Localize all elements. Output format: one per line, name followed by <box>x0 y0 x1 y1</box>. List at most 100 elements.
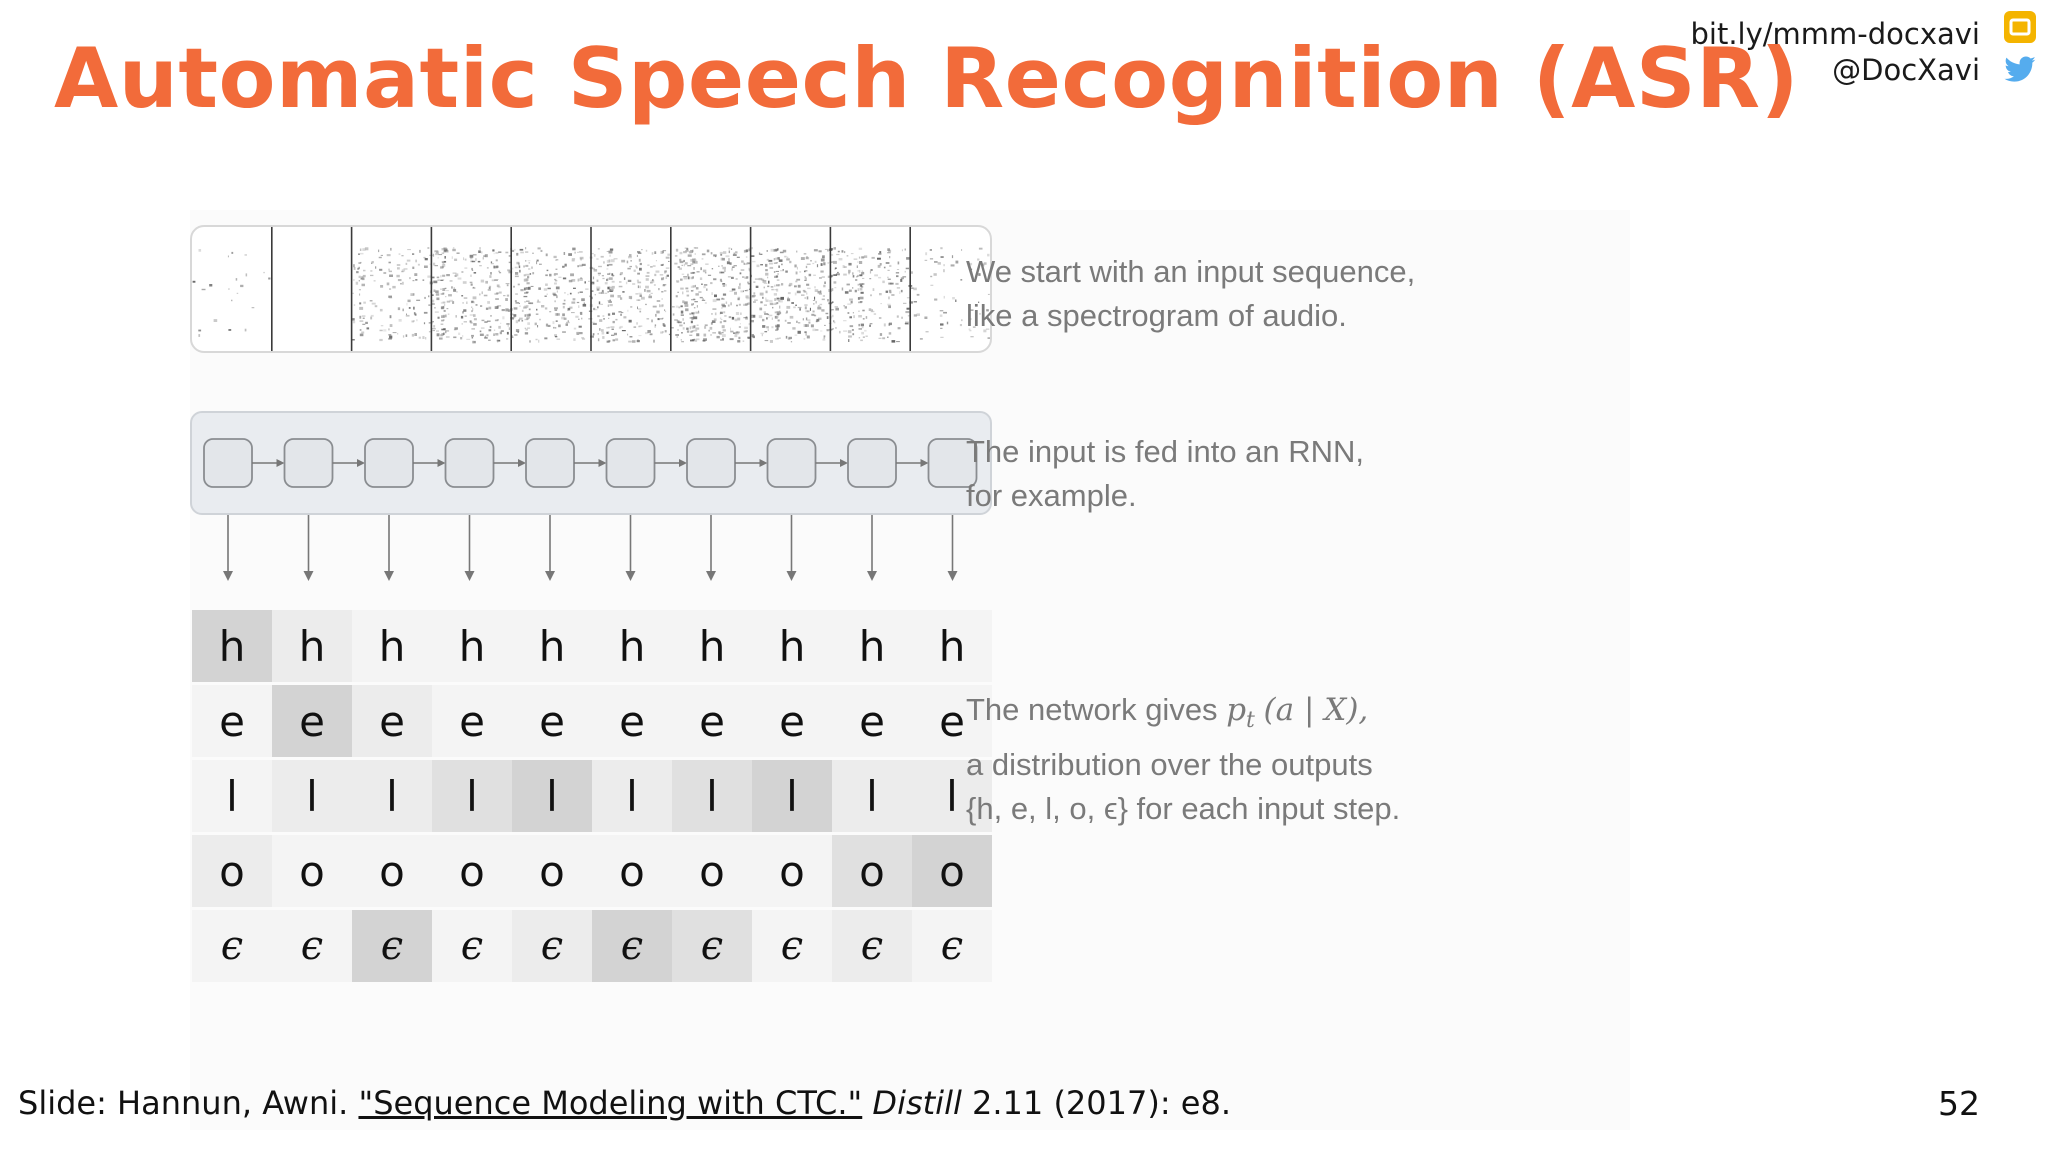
rnn-arrowhead <box>276 459 285 467</box>
spectrogram-texture <box>909 301 913 304</box>
spectrogram-texture <box>771 326 774 329</box>
spectrogram-texture <box>835 327 837 329</box>
spectrogram-texture <box>581 337 585 339</box>
spectrogram-texture <box>663 250 667 252</box>
spectrogram-texture <box>792 327 796 330</box>
spectrogram-texture <box>766 250 768 252</box>
spectrogram-texture <box>435 293 440 296</box>
spectrogram-texture <box>728 258 730 261</box>
spectrogram-texture <box>639 285 641 289</box>
spectrogram-texture <box>637 251 641 253</box>
spectrogram-texture <box>805 324 809 327</box>
spectrogram-texture <box>682 291 684 295</box>
spectrogram-texture <box>454 327 458 330</box>
spectrogram-texture <box>722 283 726 285</box>
spectrogram-texture <box>390 247 392 251</box>
output-cell: h <box>832 610 912 682</box>
spectrogram-texture <box>707 274 712 276</box>
spectrogram-texture <box>650 280 655 283</box>
spectrogram-texture <box>496 339 501 342</box>
twitter-icon[interactable] <box>2002 53 2038 87</box>
spectrogram-texture <box>562 313 565 317</box>
spectrogram-texture <box>628 319 632 323</box>
header-handle[interactable]: @DocXavi <box>1832 53 1980 87</box>
spectrogram-texture <box>803 253 807 255</box>
google-slides-icon[interactable] <box>2002 9 2038 45</box>
spectrogram-texture <box>930 275 933 278</box>
spectrogram-texture <box>737 340 741 343</box>
spectrogram-texture <box>846 283 850 286</box>
spectrogram-texture <box>794 334 798 336</box>
spectrogram-texture <box>960 279 963 281</box>
spectrogram-texture <box>871 309 873 312</box>
spectrogram-texture <box>499 272 502 274</box>
spectrogram-texture <box>408 307 411 309</box>
spectrogram-texture <box>612 339 616 342</box>
spectrogram-texture <box>455 315 457 318</box>
spectrogram-texture <box>695 311 700 314</box>
spectrogram-texture <box>720 257 723 261</box>
spectrogram-texture <box>742 276 745 278</box>
spectrogram-texture <box>872 288 875 291</box>
spectrogram-texture <box>549 273 552 277</box>
spectrogram-texture <box>803 338 806 340</box>
spectrogram-texture <box>852 275 855 278</box>
spectrogram-texture <box>692 298 695 300</box>
spectrogram-texture <box>698 291 702 293</box>
spectrogram-texture <box>449 280 453 282</box>
spectrogram-texture <box>636 299 639 301</box>
spectrogram-texture <box>484 335 487 338</box>
spectrogram-texture <box>414 333 417 336</box>
spectrogram-texture <box>704 324 708 327</box>
header-link[interactable]: bit.ly/mmm-docxavi <box>1690 17 1980 51</box>
spectrogram-texture <box>656 310 660 314</box>
spectrogram-texture <box>515 293 518 295</box>
spectrogram-texture <box>745 249 749 252</box>
spectrogram-texture <box>751 314 756 318</box>
output-cell: h <box>352 610 432 682</box>
spectrogram-texture <box>665 256 670 259</box>
spectrogram-texture <box>585 288 589 290</box>
spectrogram-texture <box>773 249 778 252</box>
spectrogram-texture <box>753 301 756 303</box>
spectrogram-texture <box>696 271 700 273</box>
spectrogram-texture <box>787 338 791 340</box>
spectrogram-texture <box>613 332 617 336</box>
output-cell: h <box>592 610 672 682</box>
spectrogram-texture <box>778 284 781 287</box>
spectrogram-texture <box>386 282 390 286</box>
spectrogram-texture <box>664 330 667 333</box>
spectrogram-texture <box>636 266 638 269</box>
spectrogram-texture <box>651 319 653 323</box>
spectrogram-texture <box>527 322 530 325</box>
spectrogram-texture <box>767 313 770 316</box>
spectrogram-texture <box>747 336 751 339</box>
spectrogram-texture <box>777 319 780 322</box>
spectrogram-texture <box>650 266 653 268</box>
spectrogram-texture <box>746 276 749 279</box>
spectrogram-texture <box>821 309 825 312</box>
spectrogram-texture <box>692 271 695 274</box>
spectrogram-texture <box>500 330 504 332</box>
spectrogram-texture <box>731 248 733 250</box>
spectrogram-texture <box>611 280 615 283</box>
spectrogram-texture <box>620 297 623 300</box>
spectrogram-texture <box>848 339 850 342</box>
spectrogram-texture <box>745 295 749 299</box>
spectrogram-texture <box>451 256 453 259</box>
spectrogram-texture <box>906 307 910 310</box>
caption-rnn: The input is fed into an RNN, for exampl… <box>966 430 1364 518</box>
spectrogram-texture <box>716 335 720 339</box>
caption-line: The input is fed into an RNN, <box>966 434 1365 469</box>
spectrogram-texture <box>378 249 380 253</box>
spectrogram-texture <box>733 332 737 334</box>
spectrogram-texture <box>463 309 467 312</box>
spectrogram-texture <box>440 288 442 290</box>
spectrogram-texture <box>641 296 645 300</box>
citation-link[interactable]: "Sequence Modeling with CTC." <box>358 1084 863 1122</box>
spectrogram-texture <box>902 276 907 278</box>
spectrogram-texture <box>662 331 664 333</box>
spectrogram-texture <box>763 311 766 314</box>
spectrogram-texture <box>763 282 768 284</box>
spectrogram-texture <box>808 273 812 277</box>
